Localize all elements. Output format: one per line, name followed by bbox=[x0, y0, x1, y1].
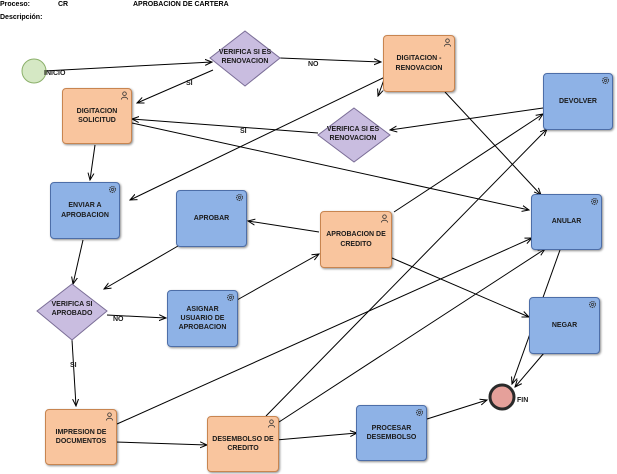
edge-verifica2-si-digitacion bbox=[132, 119, 319, 134]
edge-renovacion-enviar bbox=[130, 76, 386, 200]
task-label: DIGITACION SOLICITUD bbox=[76, 107, 118, 124]
edge-negar-fin bbox=[515, 352, 545, 387]
gear-icon bbox=[108, 185, 117, 194]
gear-icon bbox=[601, 76, 610, 85]
edge-aprobacion-devolver bbox=[393, 114, 543, 213]
gateway-verifica-aprobado bbox=[36, 283, 108, 341]
task-impresion-documentos[interactable]: IMPRESION DE DOCUMENTOS bbox=[45, 409, 117, 465]
edge-verifica-aprobado-no-asignar bbox=[106, 315, 166, 318]
task-label: PROCESAR DESEMBOLSO bbox=[366, 424, 417, 441]
gear-icon bbox=[590, 197, 599, 206]
task-asignar-usuario[interactable]: ASIGNAR USUARIO DE APROBACION bbox=[167, 290, 238, 347]
task-label: ASIGNAR USUARIO DE APROBACION bbox=[178, 305, 227, 332]
edge-devolver-verifica2 bbox=[390, 107, 544, 130]
person-icon bbox=[443, 38, 452, 47]
gear-icon bbox=[226, 293, 235, 302]
person-icon bbox=[120, 91, 129, 100]
task-procesar-desembolso[interactable]: PROCESAR DESEMBOLSO bbox=[356, 405, 427, 461]
start-label: INICIO bbox=[44, 70, 66, 77]
edge-label-no: NO bbox=[113, 316, 124, 323]
end-event bbox=[488, 383, 516, 411]
edge-verifica-aprobado-si-impresion bbox=[71, 339, 76, 406]
descripcion-label: Descripción: bbox=[0, 14, 43, 21]
edge-aprobacion-negar bbox=[391, 257, 529, 317]
gear-icon bbox=[415, 408, 424, 417]
task-desembolso-credito[interactable]: DESEMBOLSO DE CREDITO bbox=[207, 416, 279, 472]
task-label: DESEMBOLSO DE CREDITO bbox=[212, 435, 274, 452]
task-label: DIGITACION - RENOVACION bbox=[395, 55, 443, 72]
edge-desembolso-devolver bbox=[265, 129, 547, 417]
edge-inicio-verifica bbox=[43, 62, 212, 72]
edge-impresion-anular bbox=[116, 238, 532, 425]
person-icon bbox=[380, 214, 389, 223]
edge-label-si: SI bbox=[186, 80, 193, 87]
edge-verifica-si-digitacion bbox=[137, 69, 214, 103]
task-label: ANULAR bbox=[551, 218, 582, 226]
gear-icon bbox=[588, 300, 597, 309]
proceso-value: CR bbox=[58, 1, 69, 8]
gateway-verifica-renovacion-1 bbox=[209, 30, 281, 87]
task-anular[interactable]: ANULAR bbox=[531, 194, 602, 250]
edge-desembolso-procesar bbox=[275, 433, 357, 441]
task-label: ENVIAR A APROBACION bbox=[61, 202, 109, 219]
proceso-title: APROBACION DE CARTERA bbox=[133, 1, 229, 8]
edge-aprobacion-aprobar bbox=[248, 221, 320, 233]
task-label: DEVOLVER bbox=[559, 97, 597, 105]
edge-label-no: NO bbox=[308, 61, 319, 68]
edge-verifica-no-renovacion bbox=[279, 57, 381, 62]
task-label: NEGAR bbox=[551, 321, 578, 329]
edge-procesar-fin bbox=[426, 400, 487, 420]
edge-label-si: SI bbox=[240, 128, 247, 135]
edge-desembolso-anular bbox=[278, 249, 545, 423]
end-label: FIN bbox=[517, 397, 529, 404]
task-digitacion-solicitud[interactable]: DIGITACION SOLICITUD bbox=[62, 88, 132, 144]
task-label: IMPRESION DE DOCUMENTOS bbox=[55, 428, 107, 445]
start-event bbox=[21, 58, 47, 84]
person-icon bbox=[267, 419, 276, 428]
edge-enviar-verifica-aprobado bbox=[73, 239, 84, 284]
edge-asignar-aprobacion bbox=[236, 254, 319, 301]
edge-aprobar-verifica-aprobado bbox=[104, 245, 179, 289]
task-digitacion-renovacion[interactable]: DIGITACION - RENOVACION bbox=[383, 35, 455, 92]
proceso-label: Proceso: bbox=[0, 1, 30, 8]
edge-renovacion-anular bbox=[444, 91, 541, 195]
edge-digitacion-anular bbox=[131, 122, 529, 210]
task-enviar-aprobacion[interactable]: ENVIAR A APROBACION bbox=[50, 182, 120, 239]
task-negar[interactable]: NEGAR bbox=[529, 297, 600, 354]
task-aprobacion-credito[interactable]: APROBACION DE CREDITO bbox=[320, 211, 392, 268]
gateway-verifica-renovacion-2 bbox=[317, 107, 391, 163]
edge-label-si: SI bbox=[70, 362, 77, 369]
gear-icon bbox=[235, 193, 244, 202]
task-aprobar[interactable]: APROBAR bbox=[176, 190, 247, 247]
edge-digitacion-enviar bbox=[90, 144, 96, 180]
task-devolver[interactable]: DEVOLVER bbox=[543, 73, 613, 130]
person-icon bbox=[105, 412, 114, 421]
task-label: APROBAR bbox=[193, 214, 230, 222]
task-label: APROBACION DE CREDITO bbox=[326, 231, 386, 248]
edge-impresion-desembolso bbox=[114, 442, 207, 445]
